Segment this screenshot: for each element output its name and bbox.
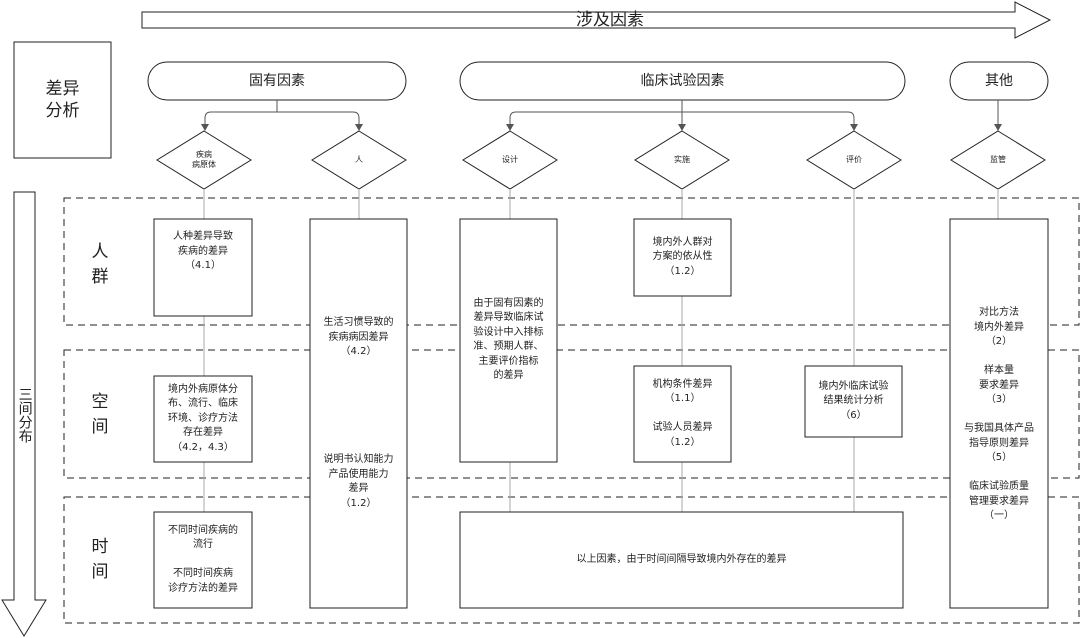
space-row	[63, 349, 1080, 479]
person-box	[309, 218, 408, 609]
implementation-label: 实施	[674, 155, 690, 165]
institution-text: 机构条件差异 （1.1） 试验人员差异 （1.2）	[652, 378, 713, 448]
time-row	[63, 496, 1080, 624]
statistics-box	[804, 365, 903, 438]
time-interval-text: 以上因素，由于时间间隔导致境内外存在的差异	[576, 553, 787, 565]
time-label: 时 间	[91, 536, 109, 583]
compliance-text: 境内外人群对 方案的依从性 （1.2）	[652, 236, 713, 277]
institution-box	[633, 365, 732, 463]
statistics-text: 境内外临床试验 结果统计分析 （6）	[818, 380, 889, 421]
difference-analysis-label: 差异 分析	[45, 78, 80, 121]
other-pill	[949, 61, 1049, 101]
evaluation-label: 评价	[846, 155, 862, 165]
difference-analysis-box	[13, 41, 112, 159]
regulation-label: 监管	[990, 155, 1006, 165]
compliance-box	[633, 218, 732, 297]
factors-title: 涉及因素	[576, 9, 644, 30]
domestic-pathogen-box	[153, 375, 253, 463]
time-disease-text: 不同时间疾病的 流行 不同时间疾病 诊疗方法的差异	[168, 524, 238, 594]
design-box	[459, 218, 558, 463]
lifestyle-text: 生活习惯导致的 疾病病因差异 （4.2）	[323, 317, 394, 358]
inherent-label: 固有因素	[249, 72, 305, 89]
time-disease-box	[153, 511, 253, 609]
race-difference-box	[153, 218, 253, 317]
clinical-label: 临床试验因素	[640, 72, 725, 89]
race-difference-text: 人种差异导致 疾病的差异 （4.1）	[173, 231, 233, 272]
distribution-title: 三间分布	[16, 387, 33, 443]
factors-arrow	[141, 1, 1052, 39]
regulation-detail-text: 对比方法 境内外差异 （2） 样本量 要求差异 （3） 与我国具体产品 指导原则…	[964, 307, 1034, 522]
other-label: 其他	[985, 72, 1013, 89]
distribution-arrow	[1, 191, 47, 637]
pathogen-label: 疾病 病原体	[192, 149, 216, 169]
instructions-text: 说明书认知能力 产品使用能力 差异 （1.2）	[323, 454, 394, 509]
design-difference-text: 由于固有因素的 差异导致临床试 验设计中入排标 准、预期人群、 主要评价指标 的…	[473, 297, 544, 382]
domestic-pathogen-text: 境内外病原体分 布、流行、临床 环境、诊疗方法 存在差异 （4.2，4.3）	[168, 383, 238, 453]
space-label: 空 间	[91, 391, 109, 438]
person-label: 人	[355, 155, 363, 165]
time-interval-box	[459, 511, 904, 609]
design-label: 设计	[502, 155, 518, 165]
population-label: 人 群	[91, 241, 109, 288]
population-row	[63, 197, 1080, 326]
regulation-box	[949, 218, 1049, 609]
